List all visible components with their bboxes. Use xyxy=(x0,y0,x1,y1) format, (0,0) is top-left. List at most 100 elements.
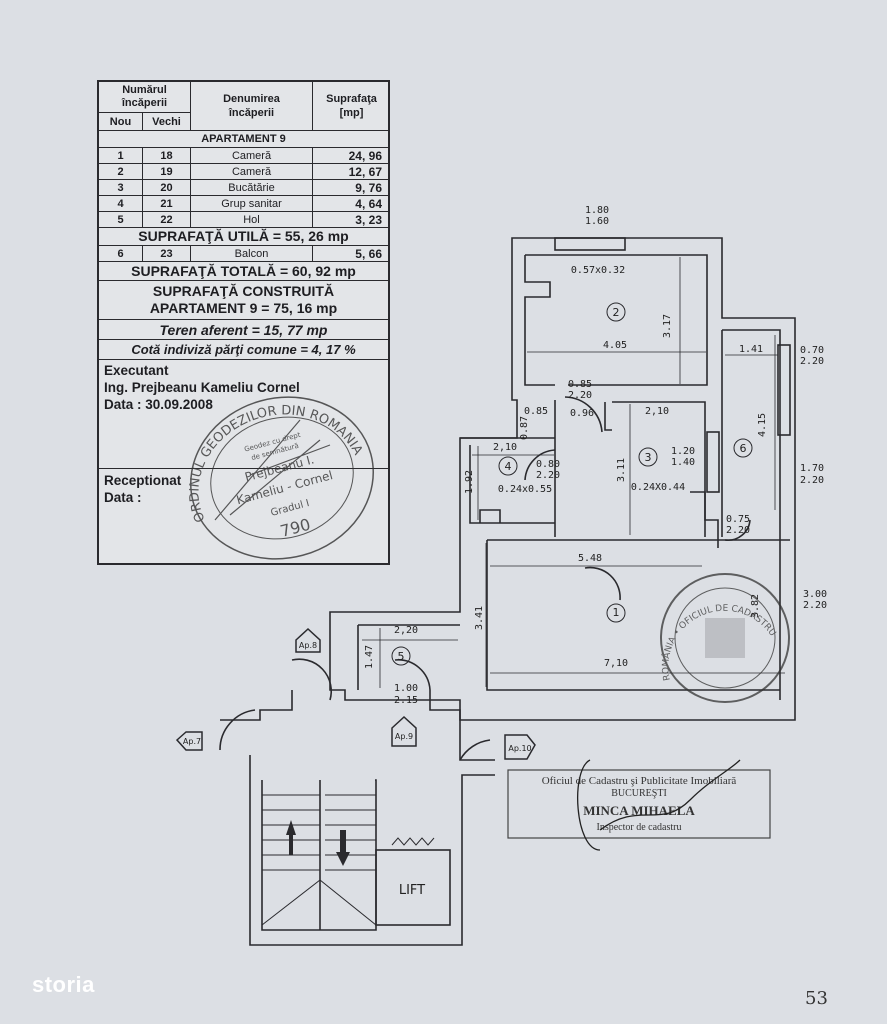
dim: 1.92 xyxy=(464,470,475,494)
header-vechi: Vechi xyxy=(142,112,190,130)
suprafata-totala: SUPRAFAŢĂ TOTALĂ = 60, 92 mp xyxy=(131,262,356,279)
dim: 0.24x0.55 xyxy=(498,484,552,495)
cell-nou: 4 xyxy=(117,197,124,210)
dim: 1.80 xyxy=(585,205,609,216)
page-number: 53 xyxy=(805,988,828,1009)
signature xyxy=(214,419,331,521)
dim: 3.82 xyxy=(750,594,761,618)
executant-date: Data : 30.09.2008 xyxy=(104,397,213,412)
dim: 2.20 xyxy=(726,525,750,536)
dimension-lines xyxy=(362,257,785,688)
suprafata-construita: SUPRAFAŢĂ CONSTRUITĂ APARTAMENT 9 = 75, … xyxy=(99,281,388,319)
apartment-tag-ap7: Ap.7 xyxy=(183,737,201,746)
dim: 2.20 xyxy=(800,475,824,486)
cell-vechi: 22 xyxy=(142,212,190,227)
cell-vechi: 21 xyxy=(142,196,190,211)
cell-area: 9, 76 xyxy=(312,180,390,195)
teren-aferent: Teren aferent = 15, 77 mp xyxy=(159,321,328,338)
dim: 1.47 xyxy=(364,645,375,669)
dim: 0.70 xyxy=(800,345,824,356)
teren-row: Teren aferent = 15, 77 mp xyxy=(99,319,388,339)
apartment-tag-ap9: Ap.9 xyxy=(395,732,413,741)
cell-name: Hol xyxy=(190,212,312,227)
dim: 1.40 xyxy=(671,457,695,468)
construita-row: SUPRAFAŢĂ CONSTRUITĂ APARTAMENT 9 = 75, … xyxy=(99,280,388,319)
stamp-number: 790 xyxy=(278,515,312,541)
ocpi-line1: Oficiul de Cadastru şi Publicitate Imobi… xyxy=(542,775,737,787)
room-5-label: 5 xyxy=(398,650,405,663)
header-nou: Nou xyxy=(99,112,142,130)
section-title: APARTAMENT 9 xyxy=(201,133,286,145)
signature xyxy=(577,759,741,851)
cell-vechi: 18 xyxy=(142,148,190,163)
section-title-row: APARTAMENT 9 xyxy=(99,130,388,147)
cell-name: Grup sanitar xyxy=(190,196,312,211)
dim: 0.57x0.32 xyxy=(571,265,625,276)
cell-name: Bucătărie xyxy=(190,180,312,195)
dim: 2,10 xyxy=(493,442,517,453)
construita-line2: APARTAMENT 9 = 75, 16 mp xyxy=(149,300,338,316)
dim: 1.00 xyxy=(394,683,418,694)
dim: 0.75 xyxy=(726,514,750,525)
table-header: Numărul încăperii Nou Vechi Denumirea în… xyxy=(99,82,388,130)
apartment-tag-ap8: Ap.8 xyxy=(299,641,317,650)
room-3-label: 3 xyxy=(645,451,652,464)
dim: 0.85 xyxy=(524,406,548,417)
ocpi-stamp: Oficiul de Cadastru şi Publicitate Imobi… xyxy=(507,759,771,851)
room-area-table: Numărul încăperii Nou Vechi Denumirea în… xyxy=(97,80,390,565)
dim: 1.20 xyxy=(671,446,695,457)
stair-arrows xyxy=(286,820,350,866)
lift-label: LIFT xyxy=(399,883,425,898)
dim: 2.20 xyxy=(536,470,560,481)
dim: 3.41 xyxy=(474,606,485,630)
dim: 1.70 xyxy=(800,463,824,474)
dim: 3.11 xyxy=(616,458,627,482)
walls xyxy=(219,237,796,946)
dim: 1.41 xyxy=(739,344,763,355)
room-1-label: 1 xyxy=(613,606,620,619)
dimension-labels: 1.80 1.60 0.57x0.32 4.05 3.17 0.85 2.20 … xyxy=(364,205,827,706)
dim: 2.15 xyxy=(394,695,418,706)
cell-name: Cameră xyxy=(190,164,312,179)
coat-of-arms-icon xyxy=(705,618,745,658)
dim: 2,10 xyxy=(645,406,669,417)
suprafata-utila: SUPRAFAŢĂ UTILĂ = 55, 26 mp xyxy=(138,228,349,244)
header-denumire: Denumirea încăperii xyxy=(190,82,312,130)
cell-name: Balcon xyxy=(190,246,312,261)
cell-vechi: 23 xyxy=(142,246,190,261)
dim: 4.15 xyxy=(757,413,768,437)
dim: 0.96 xyxy=(570,408,594,419)
dim: 0.85 xyxy=(568,379,592,390)
dim: 2.20 xyxy=(568,390,592,401)
construita-line1: SUPRAFAŢĂ CONSTRUITĂ xyxy=(152,283,335,299)
dim: 3.00 xyxy=(803,589,827,600)
dim: 3.17 xyxy=(662,314,673,338)
cell-vechi: 19 xyxy=(142,164,190,179)
dim: 1.60 xyxy=(585,216,609,227)
room-6-label: 6 xyxy=(740,442,747,455)
receptionat-label: Receptionat xyxy=(104,473,182,488)
geodesist-stamp: ORDINUL GEODEZILOR DIN ROMANIA Geodez cu… xyxy=(187,396,374,560)
executant-label: Executant xyxy=(104,363,169,378)
stair-treads xyxy=(261,794,435,926)
room-2-label: 2 xyxy=(613,306,620,319)
cell-nou: 1 xyxy=(117,149,124,162)
cell-nou: 6 xyxy=(117,247,124,260)
cell-area: 24, 96 xyxy=(312,148,390,163)
room-4-label: 4 xyxy=(505,460,512,473)
cell-nou: 2 xyxy=(117,165,124,178)
dim: 0.87 xyxy=(519,416,530,440)
dim: 5.48 xyxy=(578,553,602,564)
executant-block: Executant Ing. Prejbeanu Kameliu Cornel … xyxy=(99,359,388,468)
dim: 0.80 xyxy=(536,459,560,470)
cell-area: 3, 23 xyxy=(312,212,390,227)
dim: 2.20 xyxy=(800,356,824,367)
totala-row: SUPRAFAŢĂ TOTALĂ = 60, 92 mp xyxy=(99,261,388,280)
cota-row: Cotă indiviză părţi comune = 4, 17 % xyxy=(99,339,388,359)
cell-area: 12, 67 xyxy=(312,164,390,179)
